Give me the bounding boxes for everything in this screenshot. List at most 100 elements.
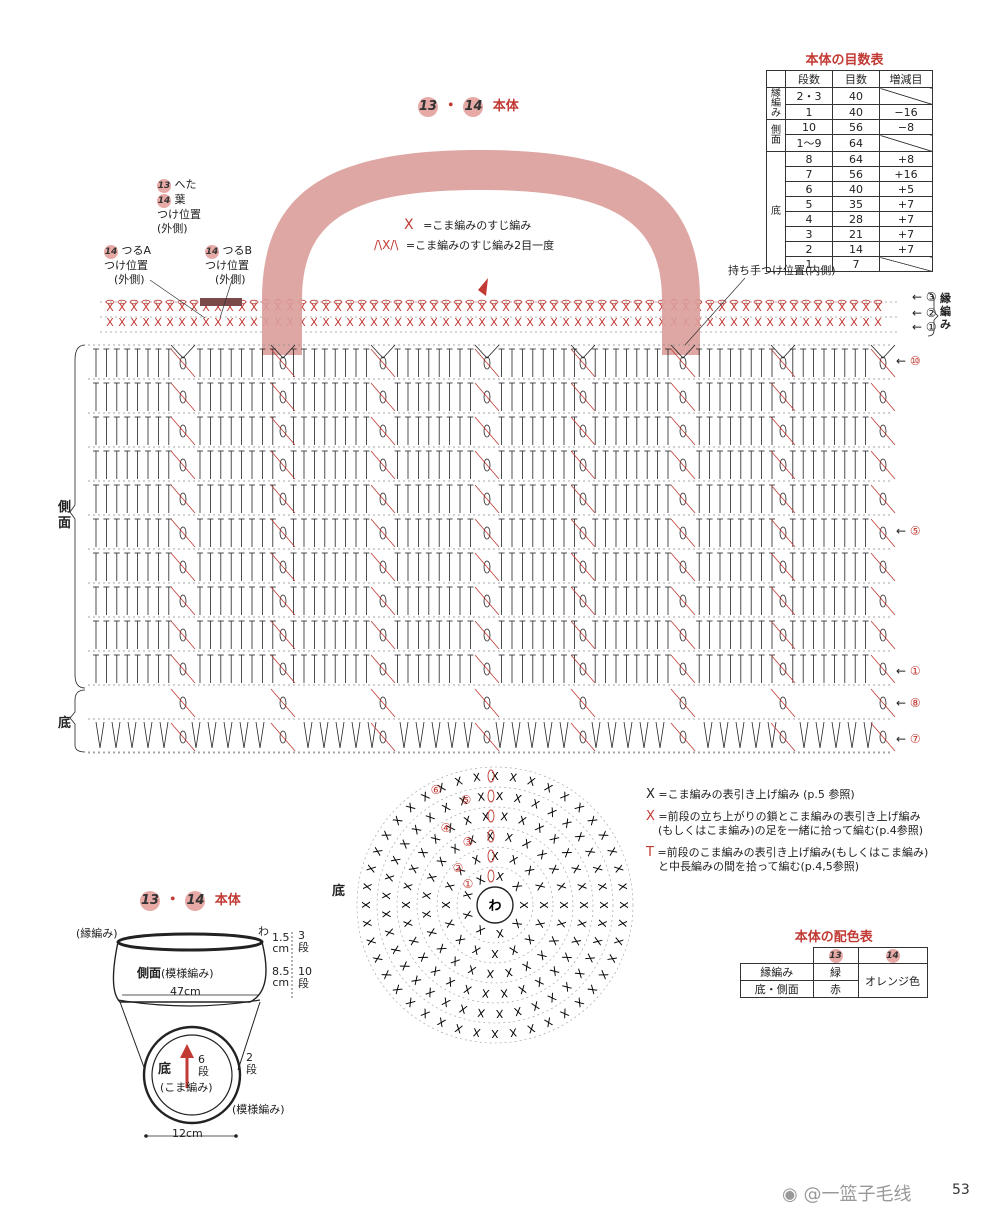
- fp-stitch-red-line: [871, 621, 895, 649]
- bracket-sokumen: [70, 345, 85, 688]
- round-x-stitch: X: [560, 816, 575, 831]
- border-x-stitch: X: [166, 316, 174, 329]
- round-x-stitch: X: [423, 984, 437, 999]
- legend-bottom-text2a: =前段の立ち上がりの鎖とこま編みの表引き上げ編み: [658, 810, 920, 823]
- v-stitch: [448, 722, 456, 748]
- round-x-stitch: X: [590, 935, 605, 947]
- round-x-stitch: X: [572, 830, 587, 844]
- color-table-grid: 13 14 縁編み 緑 オレンジ色 底・側面 赤: [740, 947, 928, 998]
- legend-bottom-item1: X =こま編みの表引き上げ編み (p.5 参照): [646, 788, 946, 802]
- fp-stitch-red-line: [871, 485, 895, 513]
- border-x-stitch: X: [826, 316, 834, 329]
- fp-stitch-red-line: [671, 383, 695, 411]
- v-stitch: [320, 722, 328, 748]
- round-x-stitch: X: [582, 846, 597, 859]
- border-x-stitch: X: [142, 316, 150, 329]
- round-x-stitch: X: [546, 863, 561, 877]
- round-x-stitch: X: [434, 941, 449, 955]
- v-stitch: [528, 722, 536, 748]
- border-x-stitch: X: [202, 316, 210, 329]
- round-x-stitch: X: [604, 845, 619, 858]
- color-col-14: 14: [886, 949, 900, 963]
- fp-stitch-red-line: [871, 451, 895, 479]
- fp-stitch-red-line: [771, 723, 795, 751]
- watermark-text: @一篮子毛线: [803, 1184, 911, 1205]
- fp-stitch-red-line: [671, 587, 695, 615]
- fp-stitch-red-line: [671, 485, 695, 513]
- fp-stitch-red-line: [171, 587, 195, 615]
- fp-sc-icon: X: [646, 787, 655, 802]
- schem-wa: わ: [258, 926, 269, 938]
- round-x-stitch: X: [568, 863, 583, 876]
- fp-stitch-red-line: [271, 485, 295, 513]
- fp-stitch-red-line: [771, 587, 795, 615]
- color-fuchi-13: 緑: [813, 964, 858, 981]
- border-x-stitch: X: [718, 316, 726, 329]
- round-x-stitch: X: [453, 1021, 464, 1036]
- round-x-stitch: X: [491, 1027, 499, 1040]
- v-stitch: [832, 722, 840, 748]
- bracket-soko: [70, 690, 85, 752]
- fp-stitch-red-line: [771, 689, 795, 717]
- v-stitch: [864, 722, 872, 748]
- fp-stitch-red-line: [475, 417, 499, 445]
- schem-body-bottom: [118, 1000, 260, 1006]
- schem-koma: (こま編み): [160, 1082, 213, 1094]
- round-x-stitch: X: [530, 797, 542, 812]
- v-stitch: [816, 722, 824, 748]
- round-x-stitch: X: [449, 841, 463, 856]
- fp-stitch-red-line: [271, 519, 295, 547]
- round-x-stitch: X: [535, 848, 550, 863]
- fp-stitch-red-line: [371, 587, 395, 615]
- border-x-stitch: X: [634, 316, 642, 329]
- schem-dim-dot-l: [144, 1134, 148, 1138]
- fp-stitch-red-line: [271, 723, 295, 751]
- round-x-stitch: X: [439, 994, 452, 1009]
- round-x-stitch: X: [406, 934, 421, 947]
- v-stitch: [96, 722, 104, 748]
- legend-bottom-item2: X =前段の立ち上がりの鎖とこま編みの表引き上げ編み (もしくはこま編み)の足を…: [646, 810, 946, 838]
- fp-stitch-red-line: [671, 723, 695, 751]
- legend-bottom-text1: =こま編みの表引き上げ編み (p.5 参照): [658, 788, 854, 801]
- v-stitch: [128, 722, 136, 748]
- v-stitch: [192, 722, 200, 748]
- fp-stitch-red-line: [475, 723, 499, 751]
- v-stitch: [432, 722, 440, 748]
- schematic-badge-13: 13: [140, 891, 160, 911]
- border-x-stitch: X: [610, 316, 618, 329]
- fp-stitch-red-line: [371, 621, 395, 649]
- fp-stitch-red-line: [771, 349, 795, 377]
- round-x-stitch: X: [481, 986, 490, 1000]
- fp-stitch-red-line: [171, 485, 195, 513]
- round-x-stitch: X: [457, 1001, 468, 1016]
- round-x-stitch: X: [508, 853, 520, 868]
- round-x-stitch: X: [525, 1021, 536, 1036]
- border-x-stitch: X: [838, 316, 846, 329]
- fp-stitch-red-line: [271, 689, 295, 717]
- handle-foot-right: [662, 300, 700, 355]
- fp-stitch-red-line: [475, 519, 499, 547]
- border-x-stitch: X: [334, 316, 342, 329]
- border-x-stitch: X: [706, 316, 714, 329]
- fp-stitch-red-line: [871, 553, 895, 581]
- fp-stitch-red-line: [171, 451, 195, 479]
- schem-sokumen: 側面(模様編み): [137, 964, 214, 981]
- border-x-stitch: X: [322, 316, 330, 329]
- fp-stitch-red-line: [475, 689, 499, 717]
- v-stitch: [560, 722, 568, 748]
- schem-dim-dot-r: [234, 1134, 238, 1138]
- fp-stitch-red-line: [371, 553, 395, 581]
- round-x-stitch: X: [499, 986, 508, 1000]
- round-x-stitch: X: [517, 813, 529, 828]
- v-stitch: [720, 722, 728, 748]
- border-x-stitch: X: [622, 316, 630, 329]
- fp-stitch-red-line: [171, 655, 195, 683]
- fp-stitch-red-line: [871, 689, 895, 717]
- v-stitch: [112, 722, 120, 748]
- fp-stitch-red-line: [771, 621, 795, 649]
- round-x-stitch: X: [461, 909, 476, 921]
- fp-stitch-red-line: [475, 553, 499, 581]
- row-marker-1: ← ①: [912, 320, 937, 334]
- round-x-stitch: X: [529, 998, 541, 1013]
- round-x-stitch: X: [391, 813, 406, 828]
